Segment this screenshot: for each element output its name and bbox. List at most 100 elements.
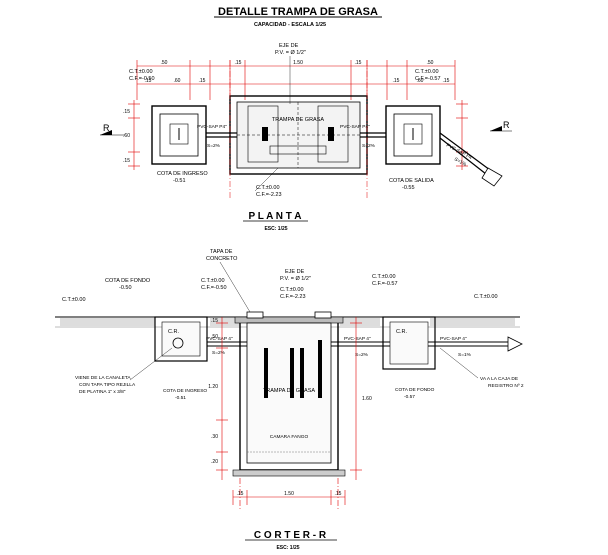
plan-slope-left: S=2%: [207, 143, 221, 149]
section-cota-fondo-right-value: -0.57: [404, 394, 415, 400]
plan-cota-salida-value: -0.55: [402, 185, 415, 191]
section-slope-out: S=1%: [458, 352, 472, 358]
sheet-subtitle: CAPACIDAD - ESCALA 1/25: [254, 22, 326, 28]
section-left-registry: [154, 316, 208, 362]
plan-dimensions-top: [136, 60, 456, 100]
plan-dim-sub-2: .60: [174, 78, 181, 84]
section-eje-value: P.V. = Ø 1/2": [280, 276, 311, 282]
section-slope-right: S=2%: [355, 352, 369, 358]
section-dim-v5: .20: [211, 459, 218, 465]
section-pipes: [207, 341, 508, 347]
plan-dim-sub-6: .15: [443, 78, 450, 84]
section-pipe-right: PVC-SAP 4": [344, 336, 371, 342]
section-view: C.R. C.R. TRAMPA DE GRASA CAMARA FANGO: [55, 249, 524, 510]
plan-dim-top-1: .50: [161, 60, 168, 66]
section-cf-center: C.F.=-2.23: [280, 294, 306, 300]
section-dim-v1: .15: [211, 318, 218, 324]
plan-eje-label: EJE DE: [279, 43, 299, 49]
plan-dim-top-5: .50: [427, 60, 434, 66]
section-dim-v4: .30: [211, 434, 218, 440]
section-tapa-label-b: CONCRETO: [206, 256, 238, 262]
section-ct-right: C.T.±0.00: [474, 294, 498, 300]
section-viene-line3: DE PLATINA 1" x 3/8": [79, 389, 126, 395]
plan-view: .50 .15 1.50 .15 .50 .15 .60 .15 .15 .60…: [100, 43, 512, 200]
section-title: C O R T E R - R: [254, 530, 327, 541]
section-ct-center: C.T.±0.00: [280, 287, 304, 293]
plan-cota-salida: COTA DE SALIDA: [389, 178, 434, 184]
plan-slope-diag: S=1%: [453, 156, 468, 168]
section-ct-mid-left: C.T.±0.00: [201, 278, 225, 284]
plan-cut-marker-left: R: [100, 123, 125, 136]
section-dim-bottom-r: .15: [335, 491, 342, 497]
plan-left-registry-box: [151, 105, 207, 165]
svg-text:R: R: [503, 120, 510, 130]
section-ct-mid-right: C.T.±0.00: [372, 274, 396, 280]
plan-ct-right: C.T.±0.00: [415, 69, 439, 75]
plan-pipes: [206, 132, 491, 175]
plan-dim-sub-1: .15: [145, 78, 152, 84]
section-cota-fondo-right: COTA DE FONDO: [395, 387, 435, 393]
section-cota-ingreso-value: -0.51: [175, 395, 186, 401]
section-camara-label: CAMARA FANGO: [270, 434, 309, 440]
plan-cota-ingreso: COTA DE INGRESO: [157, 171, 208, 177]
section-cr-left: C.R.: [168, 329, 179, 335]
plan-dim-side-1: .15: [123, 109, 130, 115]
section-va-leader: [439, 347, 479, 379]
plan-pipe-right: PVC-SAP P4": [340, 124, 370, 130]
section-right-registry: [382, 316, 436, 370]
plan-ct-left: C.T.±0.00: [129, 69, 153, 75]
plan-right-registry-box: [385, 105, 441, 165]
section-grease-trap: [232, 311, 346, 477]
plan-center-leader: [254, 167, 279, 192]
plan-dim-sub-4: .15: [393, 78, 400, 84]
plan-pipe-left: PVC-SAP P4": [197, 124, 227, 130]
section-eje-label: EJE DE: [285, 269, 305, 275]
section-scale: ESC: 1/25: [276, 545, 299, 551]
section-dim-v3: 1.20: [208, 384, 218, 390]
plan-cf-left: C.F.=-0.50: [129, 76, 155, 82]
plan-cf-center: C.F.=-2.23: [256, 192, 282, 198]
section-trampa-label: TRAMPA DE GRASA: [263, 388, 315, 394]
plan-cf-right: C.F.=-0.57: [415, 76, 441, 82]
plan-eje-value: P.V. = Ø 1/2": [275, 50, 306, 56]
plan-title: P L A N T A: [249, 211, 302, 222]
svg-text:R: R: [103, 123, 110, 133]
section-viene-leader: [129, 347, 173, 381]
plan-dim-top-2: .15: [235, 60, 242, 66]
section-dim-bottom-l: .15: [237, 491, 244, 497]
sheet-title: DETALLE TRAMPA DE GRASA: [218, 6, 378, 18]
plan-cut-marker-right: R: [490, 120, 512, 132]
section-cota-fondo-left-value: -0.50: [119, 285, 132, 291]
section-va-line1: VA A LA CAJA DE: [480, 376, 518, 382]
section-va-line2: REGISTRO Nº 2: [488, 383, 524, 389]
section-viene-line2: CON TAPA TIPO REJILLA: [79, 382, 136, 388]
section-dimensions: [216, 317, 362, 510]
section-dim-v6: 1.60: [362, 396, 372, 402]
plan-dim-top-4: .15: [355, 60, 362, 66]
section-cf-mid-left: C.F.=-0.50: [201, 285, 227, 291]
section-slope-left: S=2%: [212, 350, 226, 356]
section-tapa-label: TAPA DE: [210, 249, 233, 255]
plan-dim-top-3: 1.50: [293, 60, 303, 66]
section-cf-mid-right: C.F.=-0.57: [372, 281, 398, 287]
section-cota-ingreso: COTA DE INGRESO: [163, 388, 207, 394]
plan-dim-side-3: .15: [123, 158, 130, 164]
plan-dim-sub-3: .15: [199, 78, 206, 84]
plan-cota-ingreso-value: -0.51: [173, 178, 186, 184]
section-cota-fondo-left: COTA DE FONDO: [105, 278, 151, 284]
plan-dim-side-2: .60: [123, 133, 130, 139]
section-ct-left: C.T.±0.00: [62, 297, 86, 303]
section-dim-v2: .50: [211, 334, 218, 340]
plan-ct-center: C.T.±0.00: [256, 185, 280, 191]
plan-slope-right: S=2%: [362, 143, 376, 149]
section-pipe-left: PVC-SAP 4": [206, 336, 233, 342]
plan-grease-trap: [229, 95, 368, 175]
plan-scale: ESC: 1/25: [264, 226, 287, 232]
section-outlet-arrow: [507, 336, 523, 352]
section-dim-bottom: 1.50: [284, 491, 294, 497]
plan-dim-sub-5: .60: [417, 78, 424, 84]
plan-outlet-arrow: [481, 167, 503, 187]
section-pipe-out: PVC-SAP 4": [440, 336, 467, 342]
plan-trampa-label: TRAMPA DE GRASA: [272, 117, 324, 123]
